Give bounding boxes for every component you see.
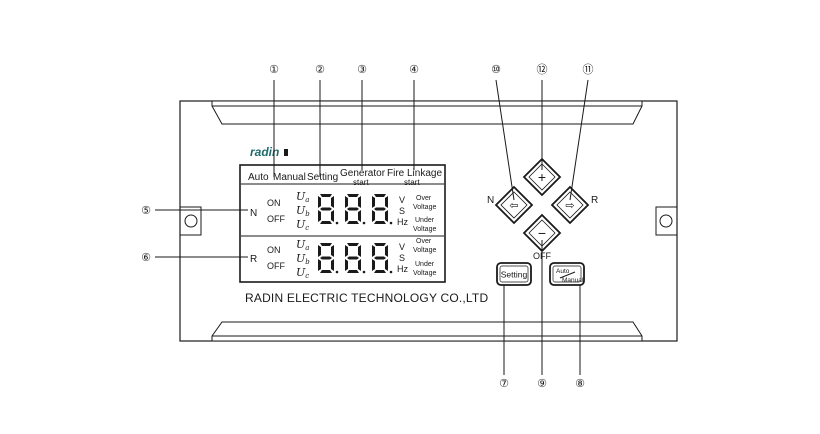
over-voltage-label-1: Over	[416, 238, 432, 245]
row-off-label: OFF	[267, 214, 285, 224]
logo-mark	[284, 149, 288, 156]
phase-ub-label: Ub	[296, 204, 310, 218]
callout-4: ④	[409, 64, 419, 76]
phase-uc-label: Uc	[296, 218, 309, 232]
unit-v: V	[399, 242, 405, 252]
unit-hz: Hz	[397, 264, 408, 274]
unit-hz: Hz	[397, 217, 408, 227]
row-source-label: N	[250, 208, 257, 219]
unit-v: V	[399, 195, 405, 205]
row-on-label: ON	[267, 198, 281, 208]
unit-s: S	[399, 253, 405, 263]
callout-7: ⑦	[499, 378, 509, 390]
manual-label: Manual	[562, 277, 584, 284]
unit-s: S	[399, 206, 405, 216]
display-row-n: N ON OFF Ua Ub Uc V S Hz Over Voltage Un…	[250, 190, 436, 233]
row-on-label: ON	[267, 245, 281, 255]
arrow-right-icon: ⇨	[565, 200, 574, 212]
header-auto: Auto	[248, 172, 269, 183]
over-voltage-label-2: Voltage	[413, 247, 436, 254]
arrow-left-icon: ⇦	[509, 200, 518, 212]
r-button-label: R	[591, 195, 598, 206]
right-r-button[interactable]: ⇨	[550, 185, 590, 225]
header-generator-start: start	[353, 178, 369, 187]
minus-icon: −	[538, 225, 546, 241]
company-name: RADIN ELECTRIC TECHNOLOGY CO.,LTD	[245, 291, 488, 305]
callout-6: ⑥	[141, 252, 151, 264]
phase-uc-label: Uc	[296, 266, 309, 280]
callout-3: ③	[357, 64, 367, 76]
row-off-label: OFF	[267, 261, 285, 271]
phase-ua-label: Ua	[296, 238, 309, 252]
display-row-r: R ON OFF Ua Ub Uc V S Hz Over Voltage Un…	[250, 238, 436, 280]
over-voltage-label-1: Over	[416, 195, 432, 202]
setting-button-label: Setting	[501, 270, 528, 280]
header-manual: Manual	[273, 172, 306, 183]
setting-button[interactable]: Setting	[496, 262, 532, 286]
callout-1: ①	[269, 64, 279, 76]
logo-text: radin	[250, 145, 279, 159]
callout-2: ②	[315, 64, 325, 76]
slash-divider	[559, 271, 576, 279]
over-voltage-label-2: Voltage	[413, 204, 436, 211]
phase-ua-label: Ua	[296, 190, 309, 204]
plus-icon: +	[538, 169, 546, 185]
callout-11: ⑪	[583, 63, 594, 76]
callout-5: ⑤	[141, 205, 151, 217]
auto-manual-button[interactable]: Auto Manual	[549, 262, 585, 286]
callout-12: ⑫	[537, 63, 548, 76]
n-button-label: N	[487, 195, 494, 206]
callout-10: ⑩	[491, 64, 501, 76]
under-voltage-label-1: Under	[415, 217, 435, 224]
header-fire-linkage: Fire Linkage	[387, 168, 442, 179]
phase-ub-label: Ub	[296, 252, 310, 266]
down-minus-off-button[interactable]: −	[522, 213, 562, 253]
header-generator: Generator	[340, 168, 386, 179]
up-plus-button[interactable]: +	[522, 157, 562, 197]
auto-label: Auto	[556, 268, 570, 275]
row-source-label: R	[250, 254, 257, 265]
header-setting: Setting	[307, 172, 338, 183]
callout-8: ⑧	[575, 378, 585, 390]
callout-9: ⑨	[537, 378, 547, 390]
header-fire-start: start	[404, 178, 420, 187]
left-n-button[interactable]: ⇦	[494, 185, 534, 225]
under-voltage-label-2: Voltage	[413, 270, 436, 277]
under-voltage-label-1: Under	[415, 261, 435, 268]
brand-logo: radin	[250, 145, 288, 159]
lcd-display: Auto Manual Setting Generator start Fire…	[239, 164, 446, 283]
callouts: ① ② ③ ④ ⑤ ⑥ ⑩ ⑫ ⑪ ⑦ ⑨ ⑧	[141, 63, 593, 390]
under-voltage-label-2: Voltage	[413, 226, 436, 233]
